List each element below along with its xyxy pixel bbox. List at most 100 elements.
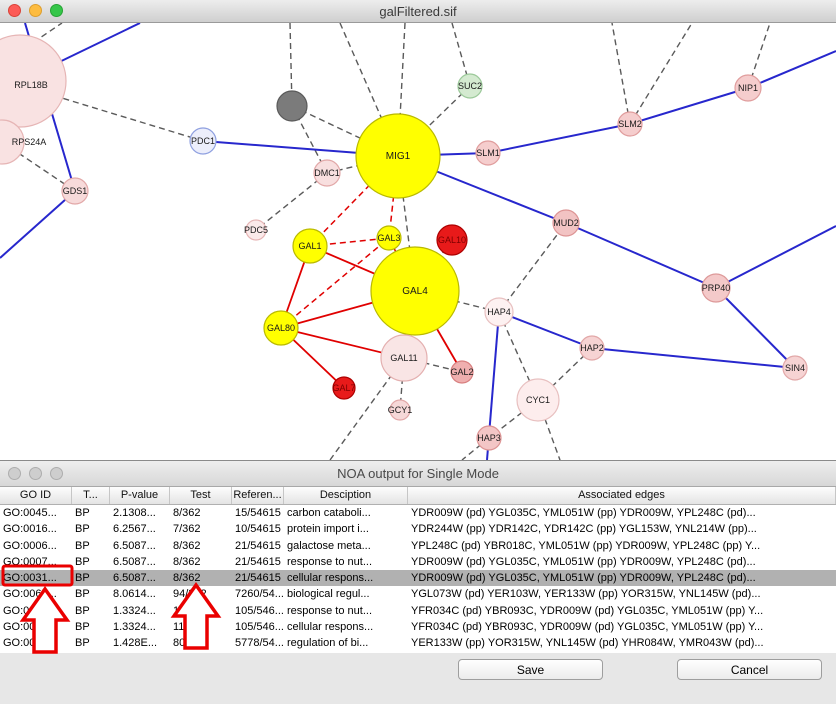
graph-node-hap4[interactable]	[484, 297, 514, 327]
graph-node-slm1[interactable]	[475, 140, 501, 166]
table-cell: BP	[75, 507, 90, 519]
zoom-button[interactable]	[50, 467, 63, 480]
window-title: NOA output for Single Mode	[337, 466, 499, 481]
graph-node-gal3[interactable]	[376, 225, 402, 251]
graph-node-label: GAL7	[332, 383, 355, 393]
graph-node-pdc5[interactable]	[245, 219, 267, 241]
column-header[interactable]: Associated edges	[408, 487, 836, 504]
zoom-button[interactable]	[50, 4, 63, 17]
graph-edge[interactable]	[0, 190, 76, 259]
column-header[interactable]: Referen...	[232, 487, 284, 504]
cancel-button[interactable]: Cancel	[677, 659, 822, 680]
graph-node-hap3[interactable]	[476, 425, 502, 451]
graph-node-gal2[interactable]	[450, 360, 474, 384]
graph-node-unlabeled[interactable]	[276, 90, 308, 122]
graph-edge[interactable]	[629, 87, 749, 125]
table-cell: 21/54615	[235, 555, 281, 568]
traffic-lights-inactive	[8, 467, 63, 480]
graph-node-gal80[interactable]	[263, 310, 299, 346]
graph-node-sin4[interactable]	[782, 355, 808, 381]
graph-node-label: SLM2	[618, 119, 642, 129]
graph-node-label: SIN4	[785, 363, 805, 373]
graph-node-slm2[interactable]	[617, 111, 643, 137]
graph-edge[interactable]	[747, 50, 836, 89]
graph-node-label: GAL11	[390, 353, 417, 363]
graph-node-suc2[interactable]	[457, 73, 483, 99]
graph-node-mig1[interactable]	[355, 113, 441, 199]
table-cell: BP	[75, 637, 90, 650]
graph-edge[interactable]	[565, 222, 717, 289]
graph-node-label: MIG1	[386, 151, 411, 162]
graph-node-mud2[interactable]	[552, 209, 580, 237]
table-cell: 105/546...	[235, 604, 284, 617]
network-canvas[interactable]: RPL18BRPS24AGDS1PDC1DMC1MIG1SUC2SLM1SLM2…	[0, 23, 836, 460]
table-cell: BP	[75, 523, 90, 536]
column-header[interactable]: P-value	[110, 487, 170, 504]
table-cell: BP	[75, 539, 90, 552]
column-header[interactable]: Test	[170, 487, 232, 504]
graph-node-cyc1[interactable]	[516, 378, 560, 422]
column-header[interactable]: T...	[72, 487, 110, 504]
network-window-titlebar[interactable]: galFiltered.sif	[0, 0, 836, 23]
graph-edge[interactable]	[51, 94, 204, 142]
graph-node-nip1[interactable]	[734, 74, 762, 102]
graph-edge[interactable]	[24, 23, 63, 49]
graph-node-gal4[interactable]	[370, 246, 460, 336]
graph-node-label: PDC5	[244, 225, 268, 235]
graph-node-gal7[interactable]	[332, 376, 356, 400]
graph-edge[interactable]	[255, 172, 328, 231]
graph-edge[interactable]	[715, 225, 836, 289]
graph-node-label: GAL4	[402, 286, 428, 297]
graph-edge[interactable]	[498, 222, 567, 313]
graph-node-hap2[interactable]	[579, 335, 605, 361]
graph-node-label: SLM1	[476, 148, 500, 158]
table-cell: 7/362	[173, 523, 201, 536]
table-cell: 11/362	[173, 621, 206, 634]
graph-edge[interactable]	[487, 123, 631, 154]
graph-edge[interactable]	[591, 347, 796, 369]
save-button[interactable]: Save	[458, 659, 603, 680]
table-cell: YDR244W (pp) YDR142C, YDR142C (pp) YGL15…	[411, 523, 757, 536]
graph-node-gal10[interactable]	[436, 224, 468, 256]
graph-node-gcy1[interactable]	[389, 399, 411, 421]
column-header[interactable]: Desciption	[284, 487, 408, 504]
minimize-button[interactable]	[29, 4, 42, 17]
graph-edge[interactable]	[498, 311, 593, 349]
graph-node-dmc1[interactable]	[313, 159, 341, 187]
table-cell: GO:0031...	[3, 621, 57, 634]
graph-node-prp40[interactable]	[701, 273, 731, 303]
table-cell: 8/362	[173, 507, 201, 519]
graph-node-label: RPL18B	[14, 80, 48, 90]
graph-edge[interactable]	[611, 23, 631, 125]
noa-window-titlebar[interactable]: NOA output for Single Mode	[0, 461, 836, 487]
minimize-button[interactable]	[29, 467, 42, 480]
graph-node-pdc1[interactable]	[189, 127, 217, 155]
graph-node-rps24a[interactable]	[0, 119, 25, 165]
graph-node-label: DMC1	[314, 168, 340, 178]
column-header[interactable]: GO ID	[0, 487, 72, 504]
table-cell: YGL073W (pd) YER103W, YER133W (pp) YOR31…	[411, 588, 761, 601]
graph-node-label: GAL1	[298, 241, 321, 251]
table-cell: 8.0614...	[113, 588, 156, 601]
graph-edge[interactable]	[289, 23, 293, 107]
graph-node-label: GAL10	[438, 235, 466, 245]
graph-node-gal11[interactable]	[380, 334, 428, 382]
graph-node-gds1[interactable]	[61, 177, 89, 205]
close-button[interactable]	[8, 4, 21, 17]
graph-edge[interactable]	[280, 237, 390, 329]
graph-node-rpl18b[interactable]	[0, 34, 67, 128]
table-cell: YDR009W (pd) YGL035C, YML051W (pp) YDR00…	[411, 555, 756, 568]
graph-node-gal1[interactable]	[292, 228, 328, 264]
graph-edge[interactable]	[715, 287, 796, 369]
close-button[interactable]	[8, 467, 21, 480]
